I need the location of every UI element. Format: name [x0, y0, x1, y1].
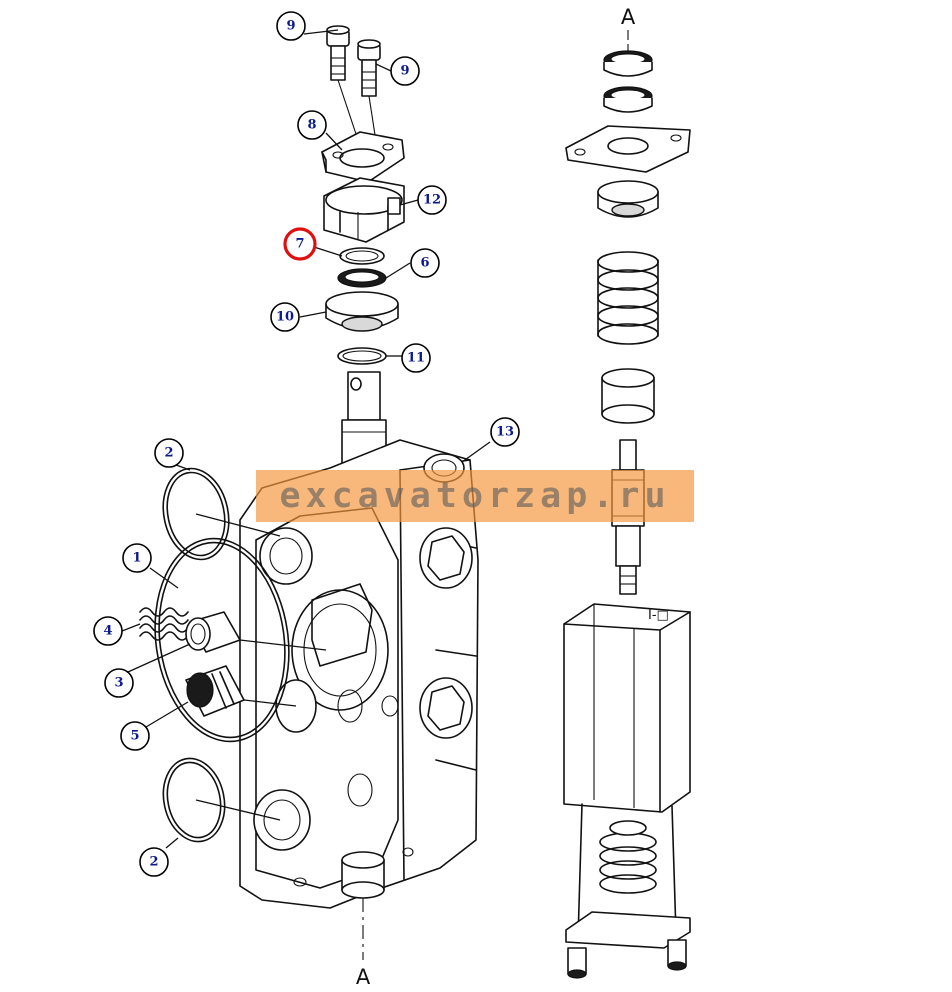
callout-label: 11	[407, 351, 425, 366]
callout-6: 6	[410, 248, 440, 278]
callout-7-highlighted: 7	[283, 227, 317, 261]
right-flange	[565, 125, 691, 173]
callout-9-top: 9	[276, 11, 306, 41]
right-bottom-spring	[599, 820, 657, 894]
collar-12	[323, 177, 405, 243]
callout-label: 4	[103, 624, 112, 639]
valve-body	[239, 439, 479, 960]
callout-label: 13	[496, 425, 514, 440]
oring-11	[337, 347, 387, 365]
plug-5	[185, 665, 245, 717]
right-retainer	[597, 180, 659, 218]
callout-label: 2	[164, 446, 173, 461]
callout-13: 13	[490, 417, 520, 447]
leader-lines	[121, 29, 491, 849]
bolt-9-right	[357, 39, 381, 97]
callout-label: 10	[276, 310, 294, 325]
seal-6	[337, 268, 387, 288]
plug-lower	[419, 677, 473, 739]
callout-label: 1	[132, 551, 141, 566]
spool-stem	[341, 371, 387, 471]
cylinder-body-marking: I-□	[648, 608, 669, 623]
top-stack-parts	[321, 25, 405, 365]
callout-label: 2	[149, 855, 158, 870]
callout-12: 12	[417, 185, 447, 215]
gasket-1	[154, 537, 290, 743]
callout-10: 10	[270, 302, 300, 332]
callout-label: 8	[307, 118, 316, 133]
poppet-3	[185, 611, 241, 653]
callout-label: 9	[400, 64, 409, 79]
right-seal-second	[603, 86, 653, 113]
callout-label: 6	[420, 256, 429, 271]
bushing-10	[325, 291, 399, 332]
callout-9-right: 9	[390, 56, 420, 86]
callout-label: 5	[130, 729, 139, 744]
right-piston	[601, 368, 655, 424]
callout-label: 3	[114, 676, 123, 691]
right-spring	[597, 251, 659, 345]
callout-3: 3	[104, 668, 134, 698]
plug-upper	[419, 527, 473, 589]
callout-1: 1	[122, 543, 152, 573]
callout-label: 9	[286, 19, 295, 34]
callout-2-upper: 2	[154, 438, 184, 468]
bottom-port	[341, 851, 385, 899]
callout-5: 5	[120, 721, 150, 751]
callout-2-lower: 2	[139, 847, 169, 877]
watermark-text: excavatorzap.ru	[279, 476, 671, 516]
callout-8: 8	[297, 110, 327, 140]
oring-2-lower	[162, 757, 226, 843]
section-label-bottom: A	[356, 965, 371, 989]
callout-11: 11	[401, 343, 431, 373]
right-seal-top	[603, 50, 653, 77]
section-label-top: A	[621, 5, 636, 29]
ring-7	[339, 247, 385, 265]
watermark-band	[256, 470, 694, 522]
right-cylinder-body	[563, 603, 691, 813]
callout-label: 12	[423, 193, 441, 208]
spring-4	[139, 607, 189, 641]
callout-4: 4	[93, 616, 123, 646]
bolt-9-left	[326, 25, 350, 81]
right-bottom-frame	[565, 803, 691, 979]
callout-label: 7	[295, 237, 304, 252]
flange-plate-8	[321, 131, 405, 183]
